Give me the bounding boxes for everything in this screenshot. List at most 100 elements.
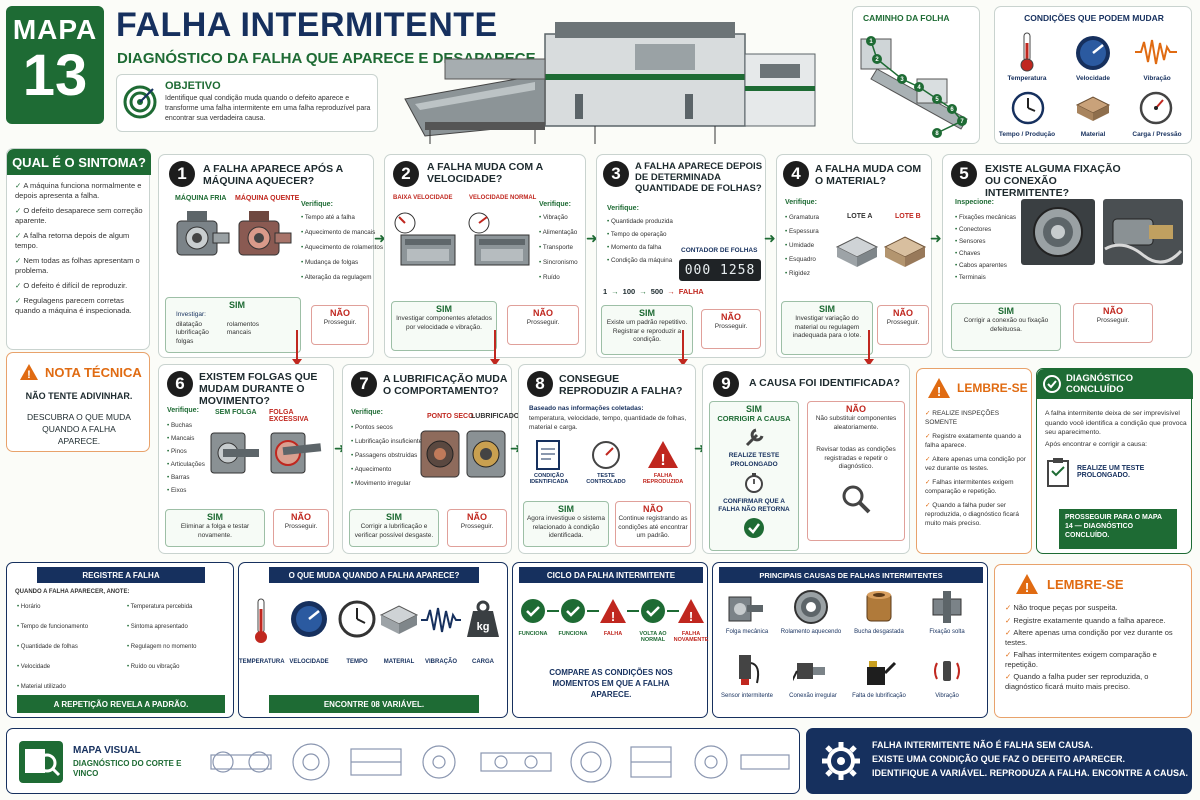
symptom-item: ✓ Regulagens parecem corretas quando a m… <box>15 296 132 315</box>
concluded-title: DIAGNÓSTICO CONCLUÍDO <box>1065 373 1133 395</box>
step-number: 5 <box>951 161 977 187</box>
step-number: 1 <box>169 161 195 187</box>
material-stack-icon <box>379 605 419 634</box>
image-label: MÁQUINA QUENTE <box>235 195 300 202</box>
path-step-4: 4 <box>917 85 921 91</box>
verify-label: Verifique: <box>607 205 639 212</box>
target-icon <box>123 85 157 119</box>
step-title: EXISTEM FOLGAS QUE MUDAM DURANTE O MOVIM… <box>199 371 318 407</box>
warning-icon: ! <box>928 378 950 399</box>
cause-label: Conexão irregular <box>789 693 837 699</box>
verify-list: VibraçãoAlimentaçãoTransporteSincronismo… <box>539 213 578 282</box>
next-map-button[interactable]: PROSSEGUIR PARA O MAPA 14 — DIAGNÓSTICO … <box>1059 509 1177 549</box>
sheet-counter-display: 000 1258 <box>679 259 761 281</box>
step-2-card: 2 A FALHA MUDA COM A VELOCIDADE? BAIXA V… <box>384 154 586 358</box>
path-step-6: 6 <box>950 107 954 113</box>
tech-note-title: NOTA TÉCNICA <box>45 365 142 380</box>
step-7-card: 7 A LUBRIFICAÇÃO MUDA O COMPORTAMENTO? V… <box>342 364 519 554</box>
step-number: 4 <box>783 161 809 187</box>
image-label: SEM FOLGA <box>215 409 257 416</box>
footer-visual-subtitle: DIAGNÓSTICO DO CORTE E VINCO <box>73 759 182 778</box>
check-circle-icon <box>744 517 764 538</box>
cause-label: Fixação solta <box>929 629 965 635</box>
footer-message-3: IDENTIFIQUE A VARIÁVEL. REPRODUZA A FALH… <box>872 768 1189 778</box>
objective-box: OBJETIVO Identifique qual condição muda … <box>116 74 378 132</box>
svg-text:!: ! <box>27 369 31 381</box>
map-word: MAPA <box>12 14 98 45</box>
step-4-card: 4 A FALHA MUDA COM O MATERIAL? Verifique… <box>776 154 932 358</box>
step-number: 9 <box>713 371 739 397</box>
stopwatch-icon <box>745 473 763 493</box>
vibration-icon <box>421 607 461 633</box>
symptom-list: ✓ A máquina funciona normalmente e depoi… <box>15 181 147 321</box>
map-number: 13 <box>22 43 88 108</box>
cause-label: Folga mecânica <box>725 629 769 635</box>
remember-list: ✓ Não troque peças por suspeita. ✓ Regis… <box>1005 603 1173 691</box>
remember-list: ✓ REALIZE INSPEÇÕES SOMENTE ✓ Registre e… <box>925 410 1026 527</box>
tech-note-line1: NÃO TENTE ADIVINHAR. <box>25 391 133 401</box>
concluded-text: A falha intermitente deixa de ser imprev… <box>1045 410 1187 436</box>
verify-label: Verifique: <box>539 201 571 208</box>
lot-a-stack-icon <box>835 236 879 267</box>
flow-arrow: ➜ <box>930 230 942 246</box>
lot-b-stack-icon <box>883 236 927 267</box>
flow-arrow: ➜ <box>586 230 598 246</box>
slow-machine-icon <box>394 212 456 266</box>
remember-title: LEMBRE-SE <box>1047 577 1124 592</box>
image-label: LUBRIFICADO <box>471 413 520 420</box>
map-badge: MAPA 13 <box>6 6 104 124</box>
cycle-panel: CICLO DA FALHA INTERMITENTE ! ! FUNCIONA… <box>512 562 708 718</box>
loose-fixture-icon <box>932 591 962 623</box>
verify-label: Verifique: <box>351 409 383 416</box>
footer-visual-title: MAPA VISUAL <box>73 745 141 756</box>
register-col2: Temperatura percebidaSintoma apresentado… <box>127 603 197 672</box>
thermometer-icon <box>1020 32 1034 72</box>
cycle-label: FALHA NOVAMENTE <box>673 631 709 643</box>
die-cutting-machine-illustration <box>404 22 816 144</box>
sheet-path-title: CAMINHO DA FOLHA <box>863 13 950 23</box>
cycle-label: FALHA <box>603 631 623 637</box>
objective-title: OBJETIVO <box>165 80 221 92</box>
symptom-item: ✓ A máquina funciona normalmente e depoi… <box>15 181 142 200</box>
change-label: CARGA <box>472 659 494 665</box>
symptom-panel: QUAL É O SINTOMA? ✓ A máquina funciona n… <box>6 148 151 350</box>
verify-label: Inspecione: <box>955 199 994 206</box>
change-label: TEMPO <box>346 659 368 665</box>
symptom-item: ✓ Nem todas as folhas apresentam o probl… <box>15 256 140 275</box>
cause-label: Falta de lubrificação <box>852 693 906 699</box>
symptom-item: ✓ A falha retorna depois de algum tempo. <box>15 231 130 250</box>
speedometer-icon <box>1076 36 1110 70</box>
image-label: MÁQUINA FRIA <box>175 195 227 202</box>
step-title: A FALHA APARECE APÓS A MÁQUINA AQUECER? <box>203 163 343 187</box>
speedometer-icon <box>291 601 327 637</box>
down-arrow <box>490 330 500 366</box>
verify-list: BuchasMancaisPinosArticulaçõesBarrasEixo… <box>167 421 205 495</box>
path-step-8: 8 <box>935 131 939 137</box>
no-box: NÃO Não substituir componentes aleatoria… <box>807 401 905 541</box>
warning-icon: ! <box>20 364 38 381</box>
change-label: VIBRAÇÃO <box>424 659 457 665</box>
cold-bearing-icon <box>176 211 230 256</box>
step-number: 3 <box>603 161 629 187</box>
symptom-item: ✓ O defeito é difícil de reproduzir. <box>15 281 128 290</box>
condition-label-load: Carga / Pressão <box>1132 131 1182 138</box>
bearing-icon <box>794 590 828 624</box>
warning-icon: ! <box>1016 574 1038 595</box>
step-title: A CAUSA FOI IDENTIFICADA? <box>749 377 900 389</box>
image-label: VELOCIDADE NORMAL <box>469 195 537 201</box>
step-title: EXISTE ALGUMA FIXAÇÃO OU CONEXÃO INTERMI… <box>985 163 1121 199</box>
check-circle-icon <box>1043 375 1061 393</box>
register-title: REGISTRE A FALHA <box>37 567 205 583</box>
cause-label: Rolamento aquecendo <box>780 629 842 635</box>
pressure-gauge-icon <box>1139 91 1173 125</box>
page-title: FALHA INTERMITENTE <box>116 6 498 44</box>
thermometer-icon <box>255 598 267 643</box>
step-title: A LUBRIFICAÇÃO MUDA O COMPORTAMENTO? <box>383 373 508 397</box>
down-arrow <box>292 330 302 366</box>
verify-list: GramaturaEspessuraUmidadeEsquadroRigidez <box>785 213 819 278</box>
